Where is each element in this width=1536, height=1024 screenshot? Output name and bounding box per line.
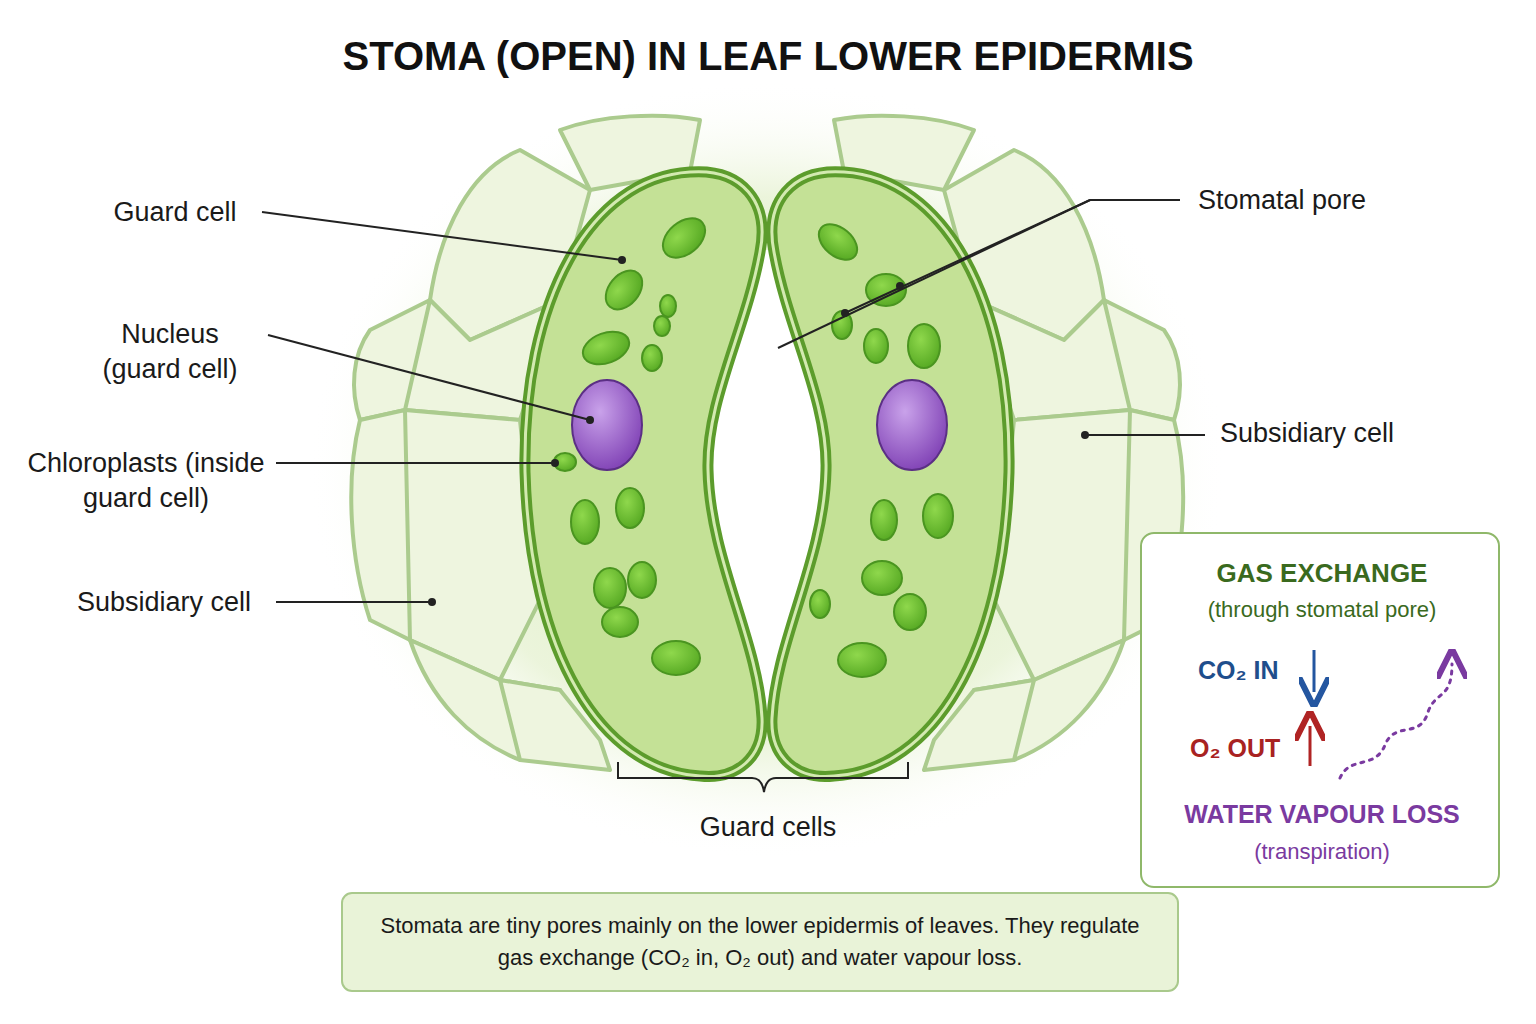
gas-box-fill	[1140, 532, 1500, 888]
vapour-arrow	[1340, 664, 1452, 778]
co2-arrow	[1313, 650, 1316, 692]
nuclei	[572, 380, 947, 470]
part-label: Guard cell	[65, 195, 285, 230]
node-text: (transpiration)	[1152, 838, 1492, 867]
node-text: WATER VAPOUR LOSS	[1147, 798, 1497, 831]
node-text: CO₂ IN	[1198, 654, 1328, 687]
part-label: Guard cells	[648, 810, 888, 845]
leader-lines	[262, 200, 1205, 602]
leader-dots	[428, 256, 1089, 606]
diagram-title: STOMA (OPEN) IN LEAF LOWER EPIDERMIS	[343, 30, 1194, 82]
part-label: Subsidiary cell	[44, 585, 284, 620]
guard-cell-right	[772, 172, 1009, 777]
part-label: Subsidiary cell	[1220, 416, 1480, 451]
part-label: Chloroplasts (inside guard cell)	[21, 446, 271, 516]
guard-cells-brace	[618, 762, 908, 792]
node-text: GAS EXCHANGE	[1152, 557, 1492, 591]
guard-cell-left	[525, 172, 762, 777]
caption-text: Stomata are tiny pores mainly on the low…	[360, 910, 1160, 974]
caption-box	[342, 893, 1178, 991]
part-label: Nucleus (guard cell)	[83, 317, 258, 387]
o2-arrow	[1309, 726, 1312, 766]
leaf-glow	[307, 80, 1227, 860]
node-text: O₂ OUT	[1190, 732, 1330, 765]
node-text: (through stomatal pore)	[1152, 596, 1492, 625]
chloroplasts	[554, 210, 953, 677]
gas-exchange-box: GAS EXCHANGE (through stomatal pore) CO₂ I…	[1140, 532, 1500, 888]
part-label: Stomatal pore	[1198, 183, 1458, 218]
epidermal-cells	[351, 116, 1183, 770]
